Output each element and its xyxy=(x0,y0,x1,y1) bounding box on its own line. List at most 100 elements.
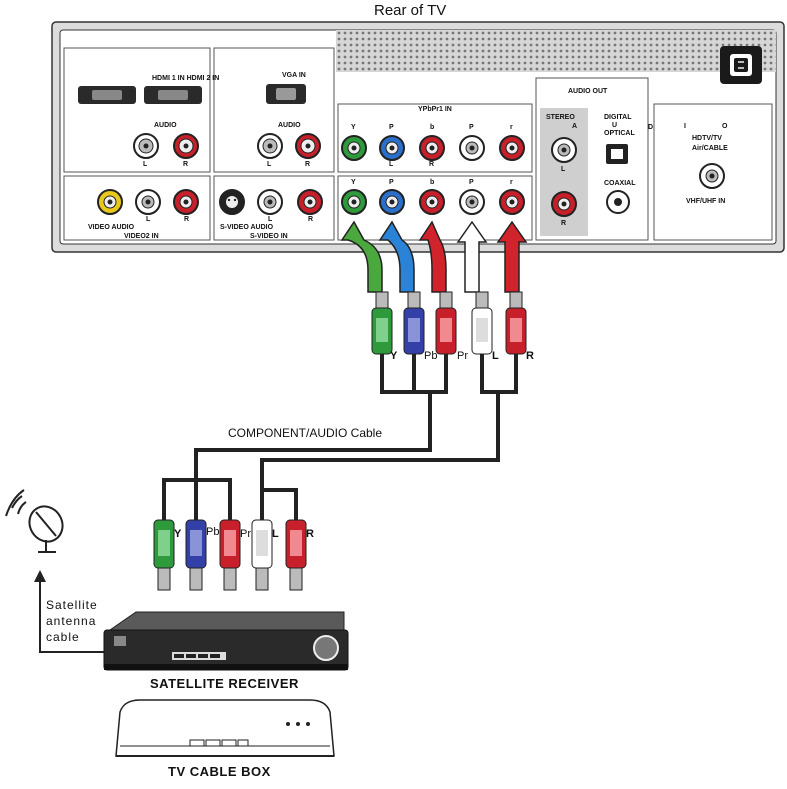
jack-video2-video xyxy=(97,189,123,215)
ypbpr1-label: YPbPr1 IN xyxy=(418,106,452,113)
top-plug-pr xyxy=(435,291,457,355)
svideo-section xyxy=(213,175,335,241)
bottom-plug-y-label: Y xyxy=(174,528,182,540)
satellite-cable-label-1: Satellite xyxy=(46,598,98,612)
svideo-r-label: R xyxy=(308,216,314,223)
antenna-cable-arrow xyxy=(34,570,110,653)
jack-svideo-r xyxy=(297,189,323,215)
hdmi-2-port xyxy=(144,86,202,104)
audio-out-r-label: R xyxy=(561,220,567,227)
video2-section xyxy=(63,175,211,241)
vga-l-label: L xyxy=(267,161,272,168)
jack-ypbpr1-y xyxy=(341,135,367,161)
top-plug-pb xyxy=(403,291,425,355)
video2-label1: VIDEO AUDIO xyxy=(88,224,135,231)
antenna-i-label: I xyxy=(684,123,686,130)
arrow-r xyxy=(496,220,528,293)
jack-ypbpr2-pr xyxy=(419,189,445,215)
bottom-plug-l-label: L xyxy=(272,528,279,540)
video2-label2: VIDEO2 IN xyxy=(124,233,159,240)
bottom-plug-r-label: R xyxy=(306,528,314,540)
ypbpr1-b-label: b xyxy=(430,124,435,131)
satellite-receiver xyxy=(103,611,349,671)
cable-label: COMPONENT/AUDIO Cable xyxy=(228,426,383,440)
video2-r-label: R xyxy=(184,216,190,223)
bottom-plug-y xyxy=(153,519,175,591)
antenna-line1: HDTV/TV xyxy=(692,135,722,142)
jack-video2-r xyxy=(173,189,199,215)
ypbpr2-r-label: r xyxy=(510,179,513,186)
hdmi-1-port xyxy=(78,86,136,104)
jack-audio-out-r xyxy=(551,191,577,217)
arrow-pr xyxy=(418,220,447,293)
jack-ypbpr2-y xyxy=(341,189,367,215)
jack-hdmi-audio-l xyxy=(133,133,159,159)
svideo-label1: S-VIDEO AUDIO xyxy=(220,224,274,231)
satellite-dish-icon xyxy=(5,489,64,553)
jack-vga-audio-r xyxy=(295,133,321,159)
arrow-y xyxy=(340,220,383,293)
video2-l-label: L xyxy=(146,216,151,223)
jack-ypbpr1-l xyxy=(459,135,485,161)
stereo-a-label: A xyxy=(572,123,578,130)
antenna-line3: VHF/UHF IN xyxy=(686,198,726,205)
tv-rear-title: Rear of TV xyxy=(374,2,447,19)
jack-hdmi-audio-r xyxy=(173,133,199,159)
digital-u-label: U xyxy=(612,122,618,129)
vga-audio-label: AUDIO xyxy=(278,122,301,129)
jack-video2-l xyxy=(135,189,161,215)
antenna-o-label: O xyxy=(722,123,728,130)
ypbpr1-l-label: L xyxy=(389,161,394,168)
ypbpr2-y-label: Y xyxy=(351,179,356,186)
hdmi-r-label: R xyxy=(183,161,189,168)
jack-ypbpr1-r xyxy=(499,135,525,161)
jack-svideo-l xyxy=(257,189,283,215)
hdmi-section xyxy=(63,47,211,173)
top-plug-pr-label: Pr xyxy=(457,350,468,362)
top-plug-y xyxy=(371,291,393,355)
optical-port xyxy=(606,144,628,164)
jack-ypbpr2-l xyxy=(459,189,485,215)
digital-label: DIGITAL xyxy=(604,114,632,121)
jack-ypbpr2-r xyxy=(499,189,525,215)
svideo-l-label: L xyxy=(268,216,273,223)
vent-grille xyxy=(336,30,776,72)
bottom-plug-r xyxy=(285,519,307,591)
stereo-label: STEREO xyxy=(546,114,575,121)
bottom-plug-l xyxy=(251,519,273,591)
jack-ypbpr1-pb xyxy=(379,135,405,161)
antenna-section xyxy=(653,103,773,241)
power-socket xyxy=(720,46,762,84)
ypbpr2-b-label: b xyxy=(430,179,435,186)
satellite-receiver-label: SATELLITE RECEIVER xyxy=(150,676,299,691)
coaxial-label: COAXIAL xyxy=(604,180,636,187)
jack-antenna xyxy=(699,163,725,189)
hdmi-l-label: L xyxy=(143,161,148,168)
ypbpr1-rr-label: R xyxy=(429,161,435,168)
ypbpr1-r-label: r xyxy=(510,124,513,131)
jack-ypbpr2-pb xyxy=(379,189,405,215)
optical-label: OPTICAL xyxy=(604,130,635,137)
jack-coaxial xyxy=(606,190,630,214)
ypbpr2-p2-label: P xyxy=(469,179,474,186)
top-plug-r xyxy=(505,291,527,355)
top-plug-l xyxy=(471,291,493,355)
ypbpr1-p1-label: P xyxy=(389,124,394,131)
ypbpr1-y-label: Y xyxy=(351,124,356,131)
vga-r-label: R xyxy=(305,161,311,168)
jack-ypbpr1-pr xyxy=(419,135,445,161)
ypbpr1-section xyxy=(337,103,533,173)
vga-port xyxy=(266,84,306,104)
antenna-line2: Air/CABLE xyxy=(692,145,728,152)
hdmi-audio-label: AUDIO xyxy=(154,122,177,129)
vga-section xyxy=(213,47,335,173)
top-plug-l-label: L xyxy=(492,350,499,362)
vga-label: VGA IN xyxy=(282,72,306,79)
arrow-l xyxy=(456,220,488,293)
bottom-plug-pb xyxy=(185,519,207,591)
audio-out-label: AUDIO OUT xyxy=(568,88,608,95)
optical-d-label: D xyxy=(648,124,654,131)
tv-cable-box xyxy=(115,699,335,757)
audio-out-l-label: L xyxy=(561,166,566,173)
